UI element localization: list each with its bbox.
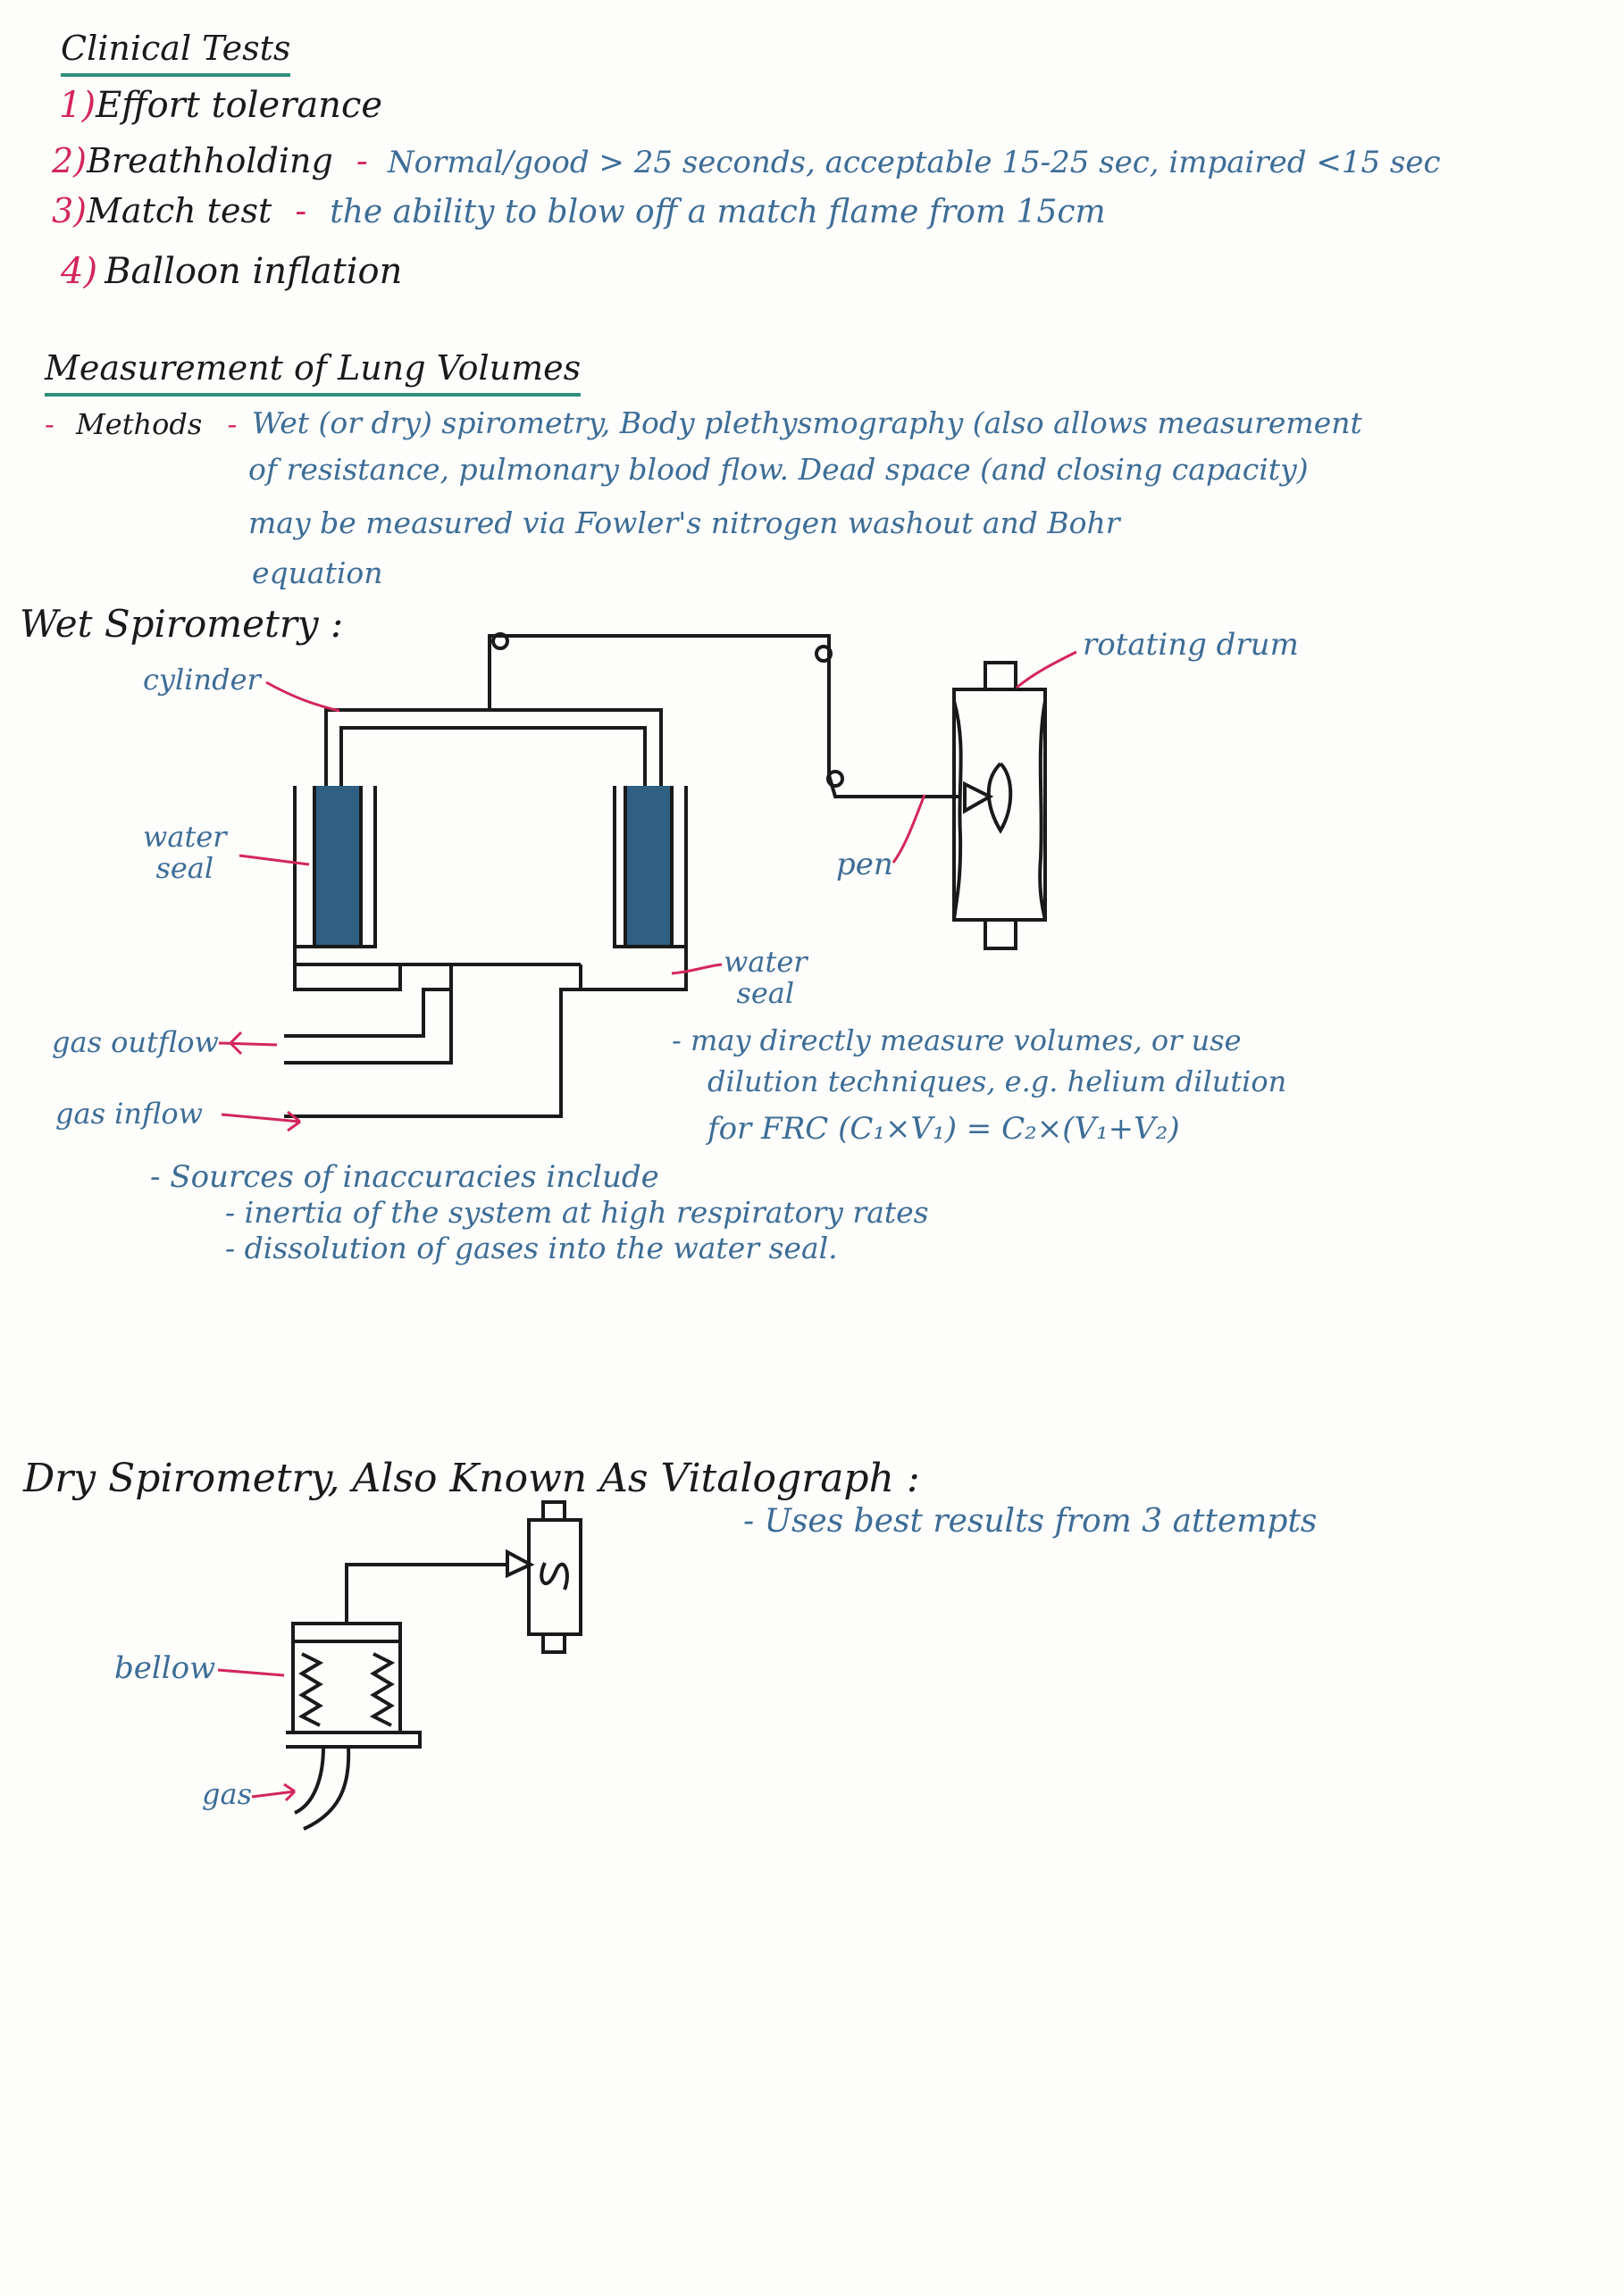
wet-spirometry-heading-text: Wet Spirometry : <box>20 602 344 646</box>
methods-separator: - <box>227 407 238 441</box>
bellow-housing <box>286 1622 422 1749</box>
water-seal-left <box>293 786 377 948</box>
water-seal-right <box>613 786 688 948</box>
label-gas-outflow: gas outflow <box>52 1025 219 1059</box>
clinical-item-label: Balloon inflation <box>105 251 403 292</box>
wet-note-line-1: - may directly measure volumes, or use <box>672 1023 1242 1057</box>
label-water-seal-right: water seal <box>724 945 808 1011</box>
inaccuracy-item-2: - dissolution of gases into the water se… <box>225 1231 838 1265</box>
clinical-item-label: Breathholding <box>87 141 333 180</box>
inaccuracies-heading: - Sources of inaccuracies include <box>150 1159 659 1195</box>
clinical-item-dash: - <box>295 191 307 230</box>
dry-gas-tube <box>294 1746 351 1831</box>
label-gas-inflow: gas inflow <box>55 1097 203 1131</box>
clinical-item-label: Effort tolerance <box>96 85 383 126</box>
clinical-item-number: 2) <box>52 141 88 180</box>
methods-dash: - <box>45 407 54 441</box>
label-bellow: bellow <box>114 1650 216 1686</box>
label-water-seal-left-line1: water <box>143 820 227 854</box>
clinical-item-note: Normal/good > 25 seconds, acceptable 15-… <box>387 145 1441 180</box>
methods-row: - Methods - <box>45 407 238 441</box>
clinical-item-1: 1)Effort tolerance <box>59 86 382 125</box>
clinical-item-note: the ability to blow off a match flame fr… <box>330 194 1106 230</box>
clinical-item-number: 4) <box>61 251 98 292</box>
label-water-seal-right-line1: water <box>724 945 808 979</box>
methods-line-2: of resistance, pulmonary blood flow. Dea… <box>248 452 1309 487</box>
label-water-seal-left-line2: seal <box>155 851 214 886</box>
lung-volumes-heading: Measurement of Lung Volumes <box>45 349 582 397</box>
wet-pointers <box>218 650 1077 1132</box>
label-water-seal-right-line2: seal <box>736 976 795 1011</box>
methods-label: Methods <box>75 407 203 441</box>
pulley-1 <box>491 632 509 650</box>
clinical-item-label: Match test <box>87 191 272 230</box>
clinical-item-dash: - <box>356 141 368 180</box>
label-water-seal-left: water seal <box>143 820 227 886</box>
dry-pen-tip <box>506 1549 535 1579</box>
clinical-tests-heading: Clinical Tests <box>61 29 291 77</box>
methods-line-4: equation <box>252 555 383 590</box>
pulley-3 <box>826 770 844 788</box>
dry-spirometry-note: - Uses best results from 3 attempts <box>743 1503 1318 1540</box>
inaccuracy-item-1: - inertia of the system at high respirat… <box>225 1195 929 1230</box>
clinical-item-number: 3) <box>52 191 88 230</box>
pulley-system <box>488 632 960 798</box>
clinical-item-4: 4)Balloon inflation <box>61 252 402 291</box>
methods-line-1: Wet (or dry) spirometry, Body plethysmog… <box>252 405 1362 440</box>
label-cylinder: cylinder <box>143 663 261 697</box>
dry-rotating-drum <box>527 1500 582 1654</box>
clinical-item-2: 2)Breathholding - Normal/good > 25 secon… <box>52 141 1441 180</box>
methods-line-3: may be measured via Fowler's nitrogen wa… <box>248 505 1120 540</box>
wet-spirometry-heading: Wet Spirometry : <box>20 602 344 646</box>
label-rotating-drum: rotating drum <box>1083 627 1299 663</box>
rotating-drum <box>952 661 1047 950</box>
wet-note-line-3: for FRC (C₁×V₁) = C₂×(V₁+V₂) <box>707 1111 1180 1147</box>
clinical-item-3: 3)Match test - the ability to blow off a… <box>52 191 1106 230</box>
pulley-2 <box>815 645 833 663</box>
label-gas: gas <box>202 1777 252 1811</box>
gas-tubes <box>284 964 686 1118</box>
label-pen: pen <box>836 847 893 882</box>
pen-tip <box>963 781 994 814</box>
clinical-item-number: 1) <box>59 85 96 126</box>
dry-pointers <box>217 1668 297 1802</box>
dry-pen-line <box>345 1563 507 1624</box>
wet-note-line-2: dilution techniques, e.g. helium dilutio… <box>707 1065 1287 1098</box>
dry-spirometry-heading: Dry Spirometry, Also Known As Vitalograp… <box>23 1456 920 1501</box>
